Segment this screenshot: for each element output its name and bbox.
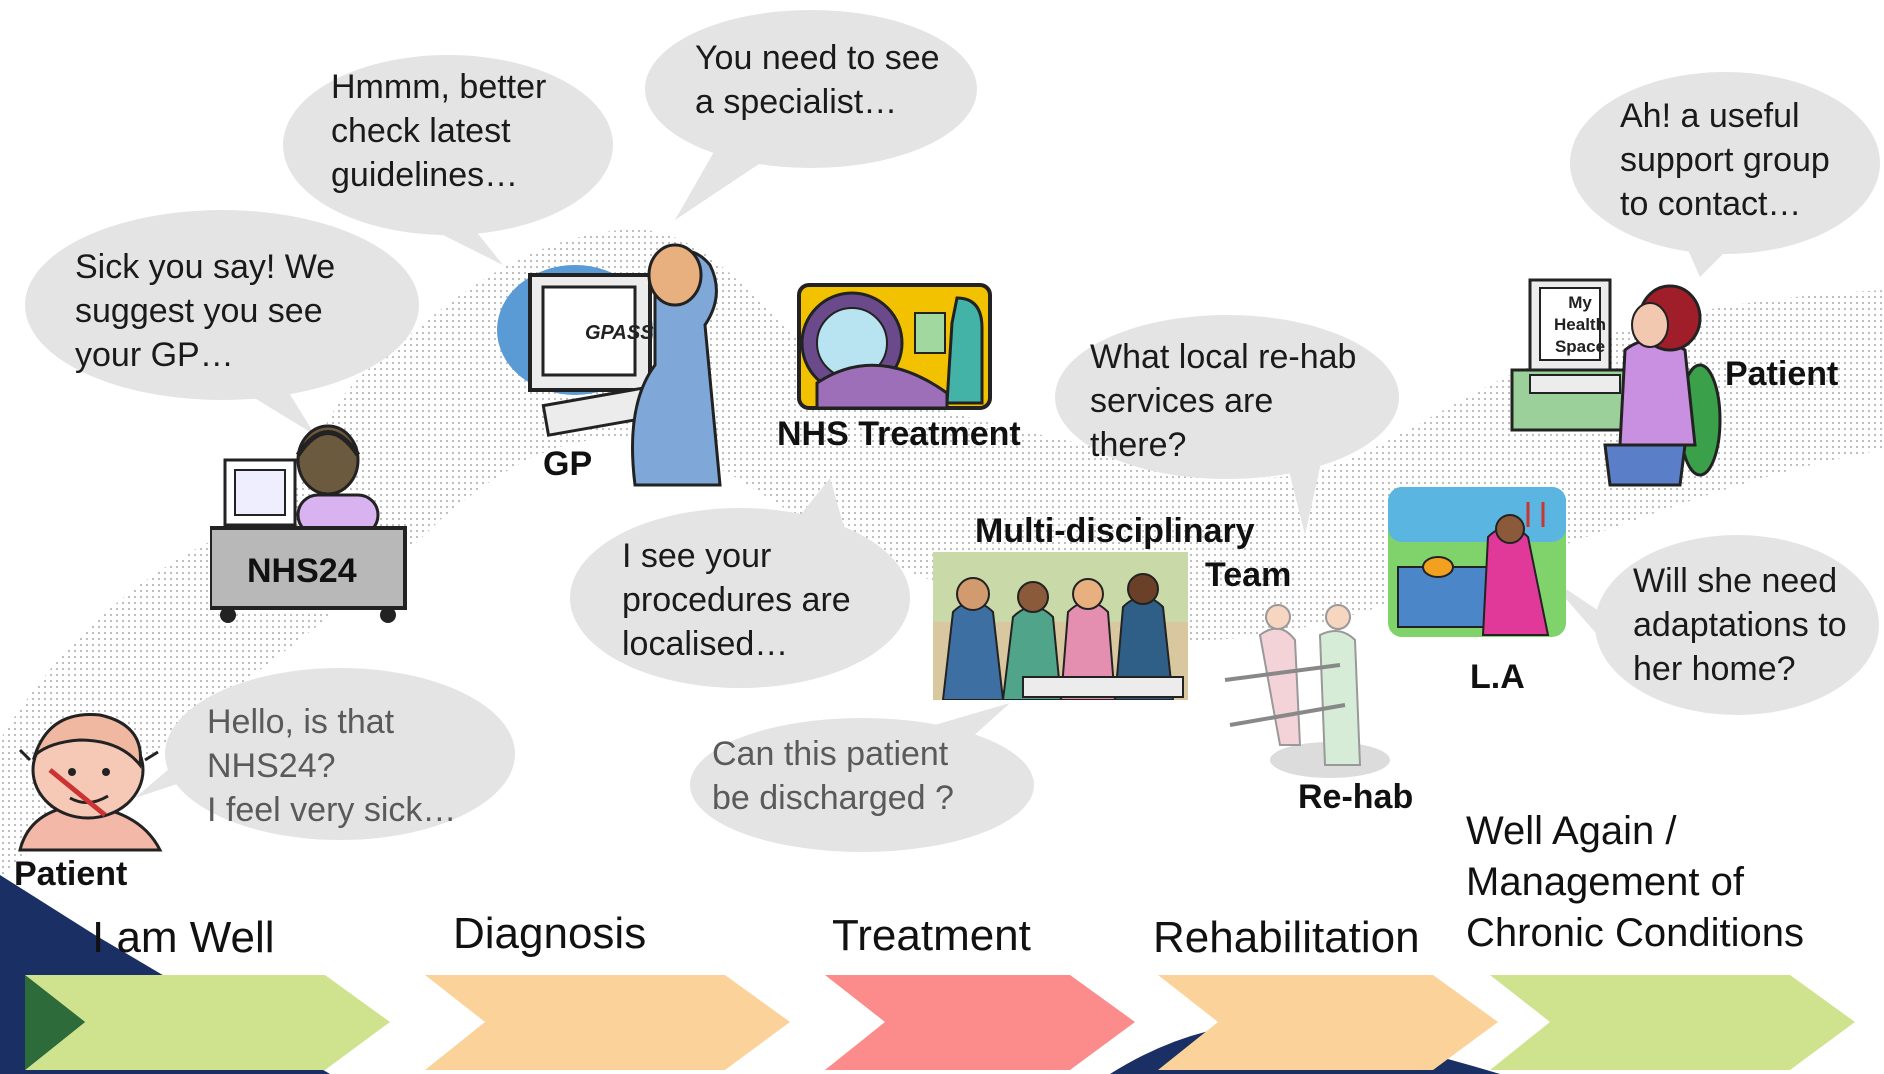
patient-computer-illustration xyxy=(1510,278,1722,487)
la-kitchen-illustration xyxy=(1388,487,1566,637)
rehab-illustration xyxy=(1224,604,1390,778)
chevron-stage-4 xyxy=(1158,975,1498,1070)
label-nhs-treatment: NHS Treatment xyxy=(777,415,1021,453)
label-gp: GP xyxy=(543,445,593,483)
my-health-space-screen-text: My Health Space xyxy=(1554,293,1606,356)
bubble-rehab-services: What local re-hab services are there? xyxy=(1055,315,1400,535)
bubble-gp-specialist: You need to see a specialist… xyxy=(645,10,977,220)
gpass-screen-text: GPASS xyxy=(585,322,654,344)
chevron-stage-1 xyxy=(25,975,390,1070)
bubble-patient-call-text: Hello, is that NHS24? I feel very sick… xyxy=(207,703,457,829)
bubble-nhs24: Sick you say! We suggest you see your GP… xyxy=(25,210,420,435)
bubble-support-group-text: Ah! a useful support group to contact… xyxy=(1620,97,1830,223)
label-la: L.A xyxy=(1470,658,1525,696)
bubble-patient-call: Hello, is that NHS24? I feel very sick… xyxy=(135,668,515,840)
bubble-rehab-services-text: What local re-hab services are there? xyxy=(1090,338,1357,464)
bubble-discharge-text: Can this patient be discharged ? xyxy=(712,735,954,817)
label-mdt: Multi-disciplinary xyxy=(975,512,1255,550)
bubble-support-group: Ah! a useful support group to contact… xyxy=(1570,72,1880,277)
bubble-procedures-text: I see your procedures are localised… xyxy=(622,537,851,663)
bubble-nhs24-text: Sick you say! We suggest you see your GP… xyxy=(75,248,336,374)
gp-computer-illustration xyxy=(497,243,722,487)
stage-label-4: Rehabilitation xyxy=(1153,913,1420,962)
nhs-treatment-illustration xyxy=(797,283,992,410)
bubble-adaptations: Will she need adaptations to her home? xyxy=(1545,535,1880,715)
label-rehab: Re-hab xyxy=(1298,778,1414,816)
stage-label-3: Treatment xyxy=(832,911,1031,960)
bubble-adaptations-text: Will she need adaptations to her home? xyxy=(1633,562,1847,688)
bubble-procedures: I see your procedures are localised… xyxy=(570,478,910,688)
bubble-gp-check: Hmmm, better check latest guidelines… xyxy=(283,55,613,265)
label-patient-left: Patient xyxy=(14,855,128,893)
nhs24-operator-illustration xyxy=(210,424,407,623)
mdt-team-illustration xyxy=(933,552,1188,700)
chevron-stage-3 xyxy=(825,975,1135,1070)
chevron-stage-5 xyxy=(1490,975,1855,1070)
sick-patient-illustration xyxy=(18,713,163,852)
stage-label-5: Well Again / Management of Chronic Condi… xyxy=(1466,809,1804,955)
chevron-stage-2 xyxy=(425,975,790,1070)
stage-label-2: Diagnosis xyxy=(453,909,647,958)
bubble-gp-specialist-text: You need to see a specialist… xyxy=(695,39,940,121)
bubble-discharge: Can this patient be discharged ? xyxy=(690,703,1035,853)
stage-label-1: I am Well xyxy=(92,913,275,962)
label-patient-right: Patient xyxy=(1725,355,1839,393)
label-team: Team xyxy=(1205,556,1292,594)
bubble-gp-check-text: Hmmm, better check latest guidelines… xyxy=(331,68,547,194)
label-nhs24: NHS24 xyxy=(247,552,357,590)
